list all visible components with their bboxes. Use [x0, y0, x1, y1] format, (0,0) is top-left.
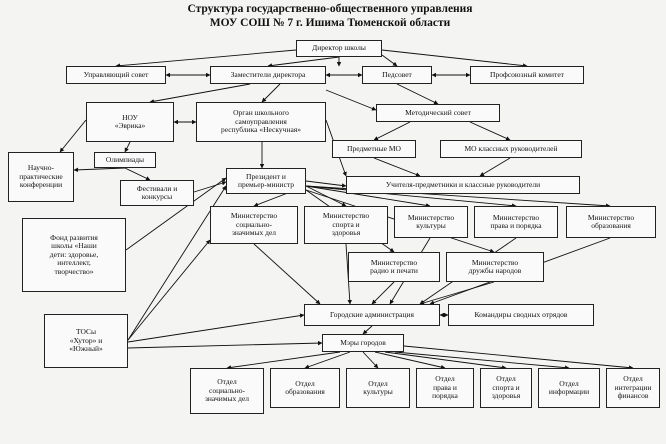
connector-arrow	[384, 351, 507, 370]
connector-arrow	[125, 177, 227, 251]
connector-arrow	[305, 185, 347, 207]
connector-arrow	[396, 83, 439, 105]
node-nou-evrika: НОУ «Эврика»	[86, 102, 174, 142]
node-teachers: Учителя-предметники и классные руководит…	[346, 176, 580, 194]
node-subject-mo: Предметные МО	[332, 140, 416, 158]
node-dept-sport: Отдел спорта и здоровья	[480, 368, 532, 408]
node-development-fund: Фонд развития школы «Наши дети: здоровье…	[22, 218, 126, 292]
connector-arrow	[59, 119, 87, 153]
connector-arrow	[381, 54, 398, 67]
node-ministry-social: Министерство социально- значимых дел	[210, 206, 298, 244]
connector-arrow	[305, 185, 431, 208]
node-dept-social: Отдел социально- значимых дел	[190, 368, 264, 414]
node-president: Президент и премьер-министр	[226, 168, 306, 194]
node-class-teachers-mo: МО классных руководителей	[440, 140, 582, 158]
connector-arrow	[305, 185, 517, 208]
chart-title-line-2: МОУ СОШ № 7 г. Ишима Тюменской области	[209, 17, 451, 29]
connector-arrow	[373, 121, 411, 141]
connector-arrow	[305, 180, 347, 188]
node-trade-union: Профсоюзный комитет	[470, 66, 584, 84]
node-ministry-education: Министерство образования	[566, 206, 656, 238]
connector-arrow	[127, 313, 305, 343]
connector-arrow	[419, 281, 495, 306]
connector-arrow	[193, 181, 227, 193]
node-city-administration: Городские администрация	[304, 304, 440, 326]
node-tos: ТОСы «Хутор» и «Южный»	[44, 314, 128, 368]
connector-arrow	[479, 157, 511, 177]
connector-arrow	[127, 340, 323, 349]
node-conferences: Научно- практические конференции	[8, 152, 74, 202]
connector-arrow	[226, 351, 341, 370]
connector-arrow	[253, 243, 321, 305]
node-ministry-sport: Министерство спорта и здоровья	[304, 206, 388, 244]
node-pedsovet: Педсовет	[362, 66, 432, 84]
node-mayors: Мэры городов	[322, 334, 404, 352]
node-dept-culture: Отдел культуры	[346, 368, 410, 408]
connector-arrow	[403, 345, 634, 370]
node-squad-commanders: Командиры сводных отрядов	[448, 304, 594, 326]
connector-arrow	[362, 351, 379, 369]
node-methodical-council: Методический совет	[376, 104, 500, 122]
chart-title-line-1: Структура государственно-общественного у…	[187, 3, 473, 15]
connector-arrow	[115, 49, 297, 68]
connector-arrow	[73, 167, 126, 173]
connector-arrow	[325, 89, 377, 111]
node-ministry-culture: Министерство культуры	[394, 206, 468, 238]
node-managing-council: Управляющий совет	[66, 66, 166, 84]
connector-arrow	[124, 167, 151, 181]
connector-arrow	[124, 141, 131, 153]
connector-arrow	[261, 83, 281, 103]
connector-arrow	[371, 281, 395, 305]
node-ministry-friendship: Министерство дружбы народов	[446, 252, 544, 282]
connector-arrow	[374, 351, 446, 370]
connector-arrow	[267, 56, 340, 68]
connector-arrow	[381, 49, 528, 68]
node-dept-information: Отдел информации	[538, 368, 600, 408]
connector-arrow	[127, 185, 227, 341]
node-ministry-press: Министерство радио и печати	[348, 252, 440, 282]
node-olympiads: Олимпиады	[94, 152, 156, 168]
node-festivals: Фестивали и конкурсы	[120, 180, 194, 206]
connector-arrow	[127, 239, 211, 341]
node-dept-finance: Отдел интеграции финансов	[606, 368, 660, 408]
node-deputy-directors: Заместители директора	[210, 66, 326, 84]
connector-arrow	[149, 83, 251, 104]
node-director: Директор школы	[296, 40, 382, 57]
connector-arrow	[373, 157, 421, 177]
connector-arrow	[469, 121, 511, 141]
node-dept-education: Отдел образования	[270, 368, 340, 408]
connector-arrow	[394, 351, 570, 370]
connector-arrow	[304, 351, 351, 369]
connector-arrow	[362, 325, 373, 335]
node-student-self-government: Орган школьного самоуправления республик…	[196, 102, 326, 142]
node-dept-law: Отдел права и порядка	[416, 368, 474, 408]
node-ministry-law: Министерство права и порядка	[474, 206, 558, 238]
